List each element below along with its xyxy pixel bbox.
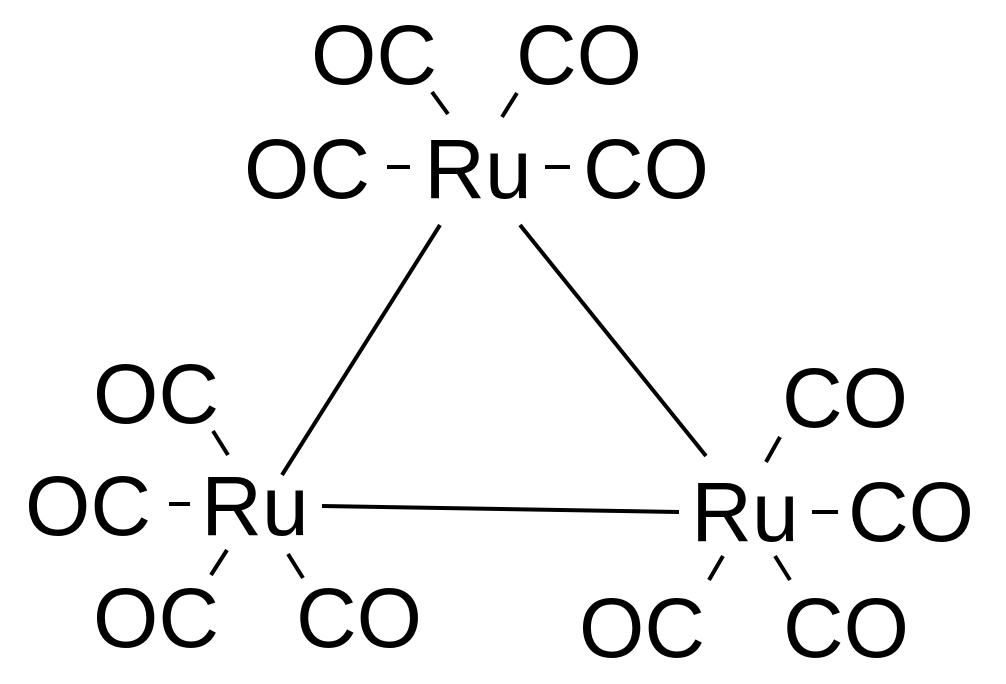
ru-top-bond-co-upper-right [500, 91, 519, 119]
ru-right-label: Ru [691, 465, 798, 559]
ru-ru-bond-top-right [518, 223, 708, 458]
ru-right-ligand-co-right: CO [848, 465, 974, 559]
ru-right-ligand-oc-lower: OC [579, 581, 705, 675]
ru-left-bond-co-lower [286, 552, 305, 580]
ru-ru-bond-top-left [280, 223, 442, 477]
ru-left-ligand-co-lower: CO [296, 571, 422, 665]
ru-left-ligand-oc-upper: OC [93, 347, 219, 441]
ru-top-ligand-oc-upper-left: OC [311, 8, 437, 102]
ru-left-ligand-oc-left: OC [25, 459, 151, 553]
ru-left-bond-oc-upper [211, 429, 230, 457]
ru-right-bond-oc-lower [707, 554, 725, 582]
ru-top-ligand-co-right: CO [583, 122, 709, 216]
ru-right-ligand-co-upper: CO [782, 351, 908, 445]
ru-left-bond-oc-lower [209, 548, 229, 577]
ru-top-label: Ru [424, 122, 531, 216]
ru-right-bond-co-lower [773, 554, 792, 582]
ru-right-ligand-co-lower: CO [783, 581, 909, 675]
ru-right-bond-co-upper [764, 436, 782, 463]
ru-ru-bond-left-right [321, 504, 680, 514]
ru-left-label: Ru [201, 459, 308, 553]
ru-left-ligand-oc-lower: OC [93, 571, 219, 665]
ru-top-ligand-oc-left: OC [244, 122, 370, 216]
ru-top-ligand-co-upper-right: CO [516, 8, 642, 102]
ru-top-bond-oc-upper-left [430, 90, 450, 116]
